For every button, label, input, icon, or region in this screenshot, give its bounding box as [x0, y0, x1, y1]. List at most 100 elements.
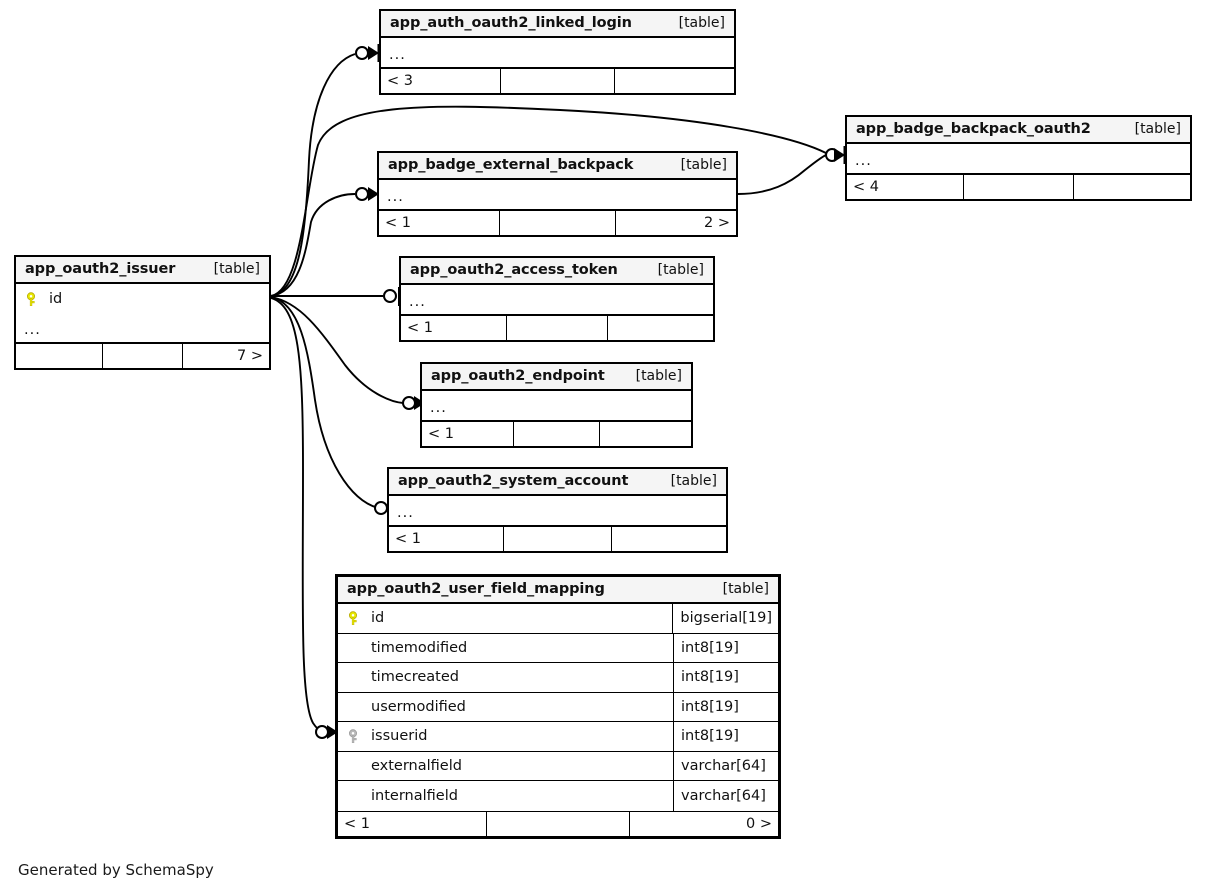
table-footer: < 1 0 >: [338, 810, 778, 836]
table-row[interactable]: id bigserial[19]: [338, 604, 778, 634]
column-type: varchar[64]: [673, 751, 778, 780]
footer-middle: [513, 421, 599, 446]
table-header: app_badge_external_backpack [table]: [379, 153, 736, 180]
footer-middle: [502, 526, 612, 551]
table-type-tag: [table]: [670, 473, 717, 489]
footer-parents-count: < 1: [407, 319, 433, 336]
table-type-tag: [table]: [680, 157, 727, 173]
table-app_oauth2_user_field_mapping[interactable]: app_oauth2_user_field_mapping [table] id: [335, 574, 781, 839]
column-name-cell: timemodified: [363, 640, 673, 656]
collapsed-columns-ellipsis: ...: [381, 38, 734, 68]
footer-parents-count: < 1: [385, 214, 411, 231]
table-header: app_oauth2_user_field_mapping [table]: [338, 577, 778, 604]
table-title: app_auth_oauth2_linked_login: [390, 15, 632, 31]
footer-middle: [499, 210, 614, 235]
column-name: internalfield: [371, 787, 458, 804]
footer-middle: [506, 315, 606, 340]
footer-children-count: [1073, 174, 1190, 199]
edge-issuer-to-endpoint: [270, 296, 404, 404]
footer-parents-count: < 1: [428, 425, 454, 442]
table-footer: < 1: [422, 420, 691, 446]
footer-middle: [962, 174, 1074, 199]
table-title: app_oauth2_endpoint: [431, 368, 605, 384]
table-type-tag: [table]: [213, 261, 260, 277]
collapsed-columns-ellipsis: ...: [422, 391, 691, 421]
table-row[interactable]: id: [16, 284, 269, 314]
column-name-cell: issuerid: [338, 728, 673, 744]
table-row[interactable]: usermodified int8[19]: [338, 692, 778, 722]
footer-middle: [500, 68, 614, 93]
column-name: usermodified: [371, 698, 466, 715]
table-footer: < 1: [401, 314, 713, 340]
column-type: int8[19]: [673, 633, 778, 662]
edge-external-backpack-to-backpack-oauth2: [737, 154, 827, 195]
column-type: bigserial[19]: [672, 604, 778, 633]
table-footer: < 3: [381, 67, 734, 93]
column-name: id: [49, 290, 63, 307]
table-type-tag: [table]: [657, 262, 704, 278]
table-title: app_badge_backpack_oauth2: [856, 121, 1091, 137]
footer-children-count: 7 >: [182, 344, 269, 368]
column-name-cell: timecreated: [363, 669, 673, 685]
collapsed-columns-ellipsis: ...: [401, 285, 713, 315]
column-name-cell: externalfield: [363, 758, 673, 774]
column-name: externalfield: [371, 757, 462, 774]
table-header: app_oauth2_access_token [table]: [401, 258, 713, 285]
table-type-tag: [table]: [635, 368, 682, 384]
table-row[interactable]: issuerid int8[19]: [338, 722, 778, 752]
table-type-tag: [table]: [678, 15, 725, 31]
edge-issuer-to-external-backpack: [270, 193, 356, 297]
primary-key-icon: [348, 611, 364, 626]
collapsed-columns-ellipsis: ...: [379, 180, 736, 210]
footer-parents-count: < 3: [387, 72, 413, 89]
footer-parents-count: [16, 344, 102, 368]
footer-children-count: [599, 421, 691, 446]
footer-middle: [486, 811, 629, 836]
table-row[interactable]: timecreated int8[19]: [338, 663, 778, 693]
primary-key-icon: [26, 292, 42, 306]
table-app_oauth2_system_account[interactable]: app_oauth2_system_account [table] ... < …: [387, 467, 728, 553]
column-name-cell: id: [338, 610, 672, 626]
table-footer: < 4: [847, 173, 1190, 199]
table-type-tag: [table]: [722, 581, 769, 597]
table-title: app_oauth2_access_token: [410, 262, 618, 278]
footer-children-count: 2 >: [614, 210, 736, 235]
column-name-cell: id: [16, 291, 269, 307]
footer-middle: [101, 344, 183, 368]
collapsed-columns-ellipsis: ...: [16, 314, 269, 343]
table-app_badge_external_backpack[interactable]: app_badge_external_backpack [table] ... …: [377, 151, 738, 237]
footer-parents-count: < 4: [853, 178, 879, 195]
table-app_auth_oauth2_linked_login[interactable]: app_auth_oauth2_linked_login [table] ...…: [379, 9, 736, 95]
table-title: app_badge_external_backpack: [388, 157, 634, 173]
table-title: app_oauth2_user_field_mapping: [347, 581, 605, 597]
column-name: id: [371, 610, 385, 627]
table-footer: < 1 2 >: [379, 209, 736, 235]
column-name-cell: usermodified: [363, 699, 673, 715]
table-title: app_oauth2_issuer: [25, 261, 176, 277]
column-name: timemodified: [371, 639, 468, 656]
column-name: issuerid: [371, 728, 428, 745]
table-app_oauth2_endpoint[interactable]: app_oauth2_endpoint [table] ... < 1: [420, 362, 693, 448]
table-header: app_auth_oauth2_linked_login [table]: [381, 11, 734, 38]
footer-children-count: [606, 315, 713, 340]
footer-parents-count: < 1: [344, 815, 370, 832]
table-row[interactable]: externalfield varchar[64]: [338, 751, 778, 781]
table-header: app_oauth2_system_account [table]: [389, 469, 726, 496]
table-app_oauth2_access_token[interactable]: app_oauth2_access_token [table] ... < 1: [399, 256, 715, 342]
collapsed-columns-ellipsis: ...: [389, 496, 726, 526]
table-columns: id: [16, 284, 269, 314]
table-app_badge_backpack_oauth2[interactable]: app_badge_backpack_oauth2 [table] ... < …: [845, 115, 1192, 201]
edge-issuer-to-linked-login: [270, 53, 356, 297]
column-name: timecreated: [371, 669, 459, 686]
footer-children-count: 0 >: [629, 811, 778, 836]
table-header: app_oauth2_endpoint [table]: [422, 364, 691, 391]
table-row[interactable]: timemodified int8[19]: [338, 633, 778, 663]
foreign-key-icon: [348, 729, 364, 744]
collapsed-columns-ellipsis: ...: [847, 144, 1190, 174]
footer-parents-count: < 1: [395, 530, 421, 547]
table-row[interactable]: internalfield varchar[64]: [338, 781, 778, 811]
table-footer: < 1: [389, 525, 726, 551]
table-app_oauth2_issuer[interactable]: app_oauth2_issuer [table] id: [14, 255, 271, 370]
column-name-cell: internalfield: [363, 788, 673, 804]
column-type: varchar[64]: [673, 781, 778, 811]
